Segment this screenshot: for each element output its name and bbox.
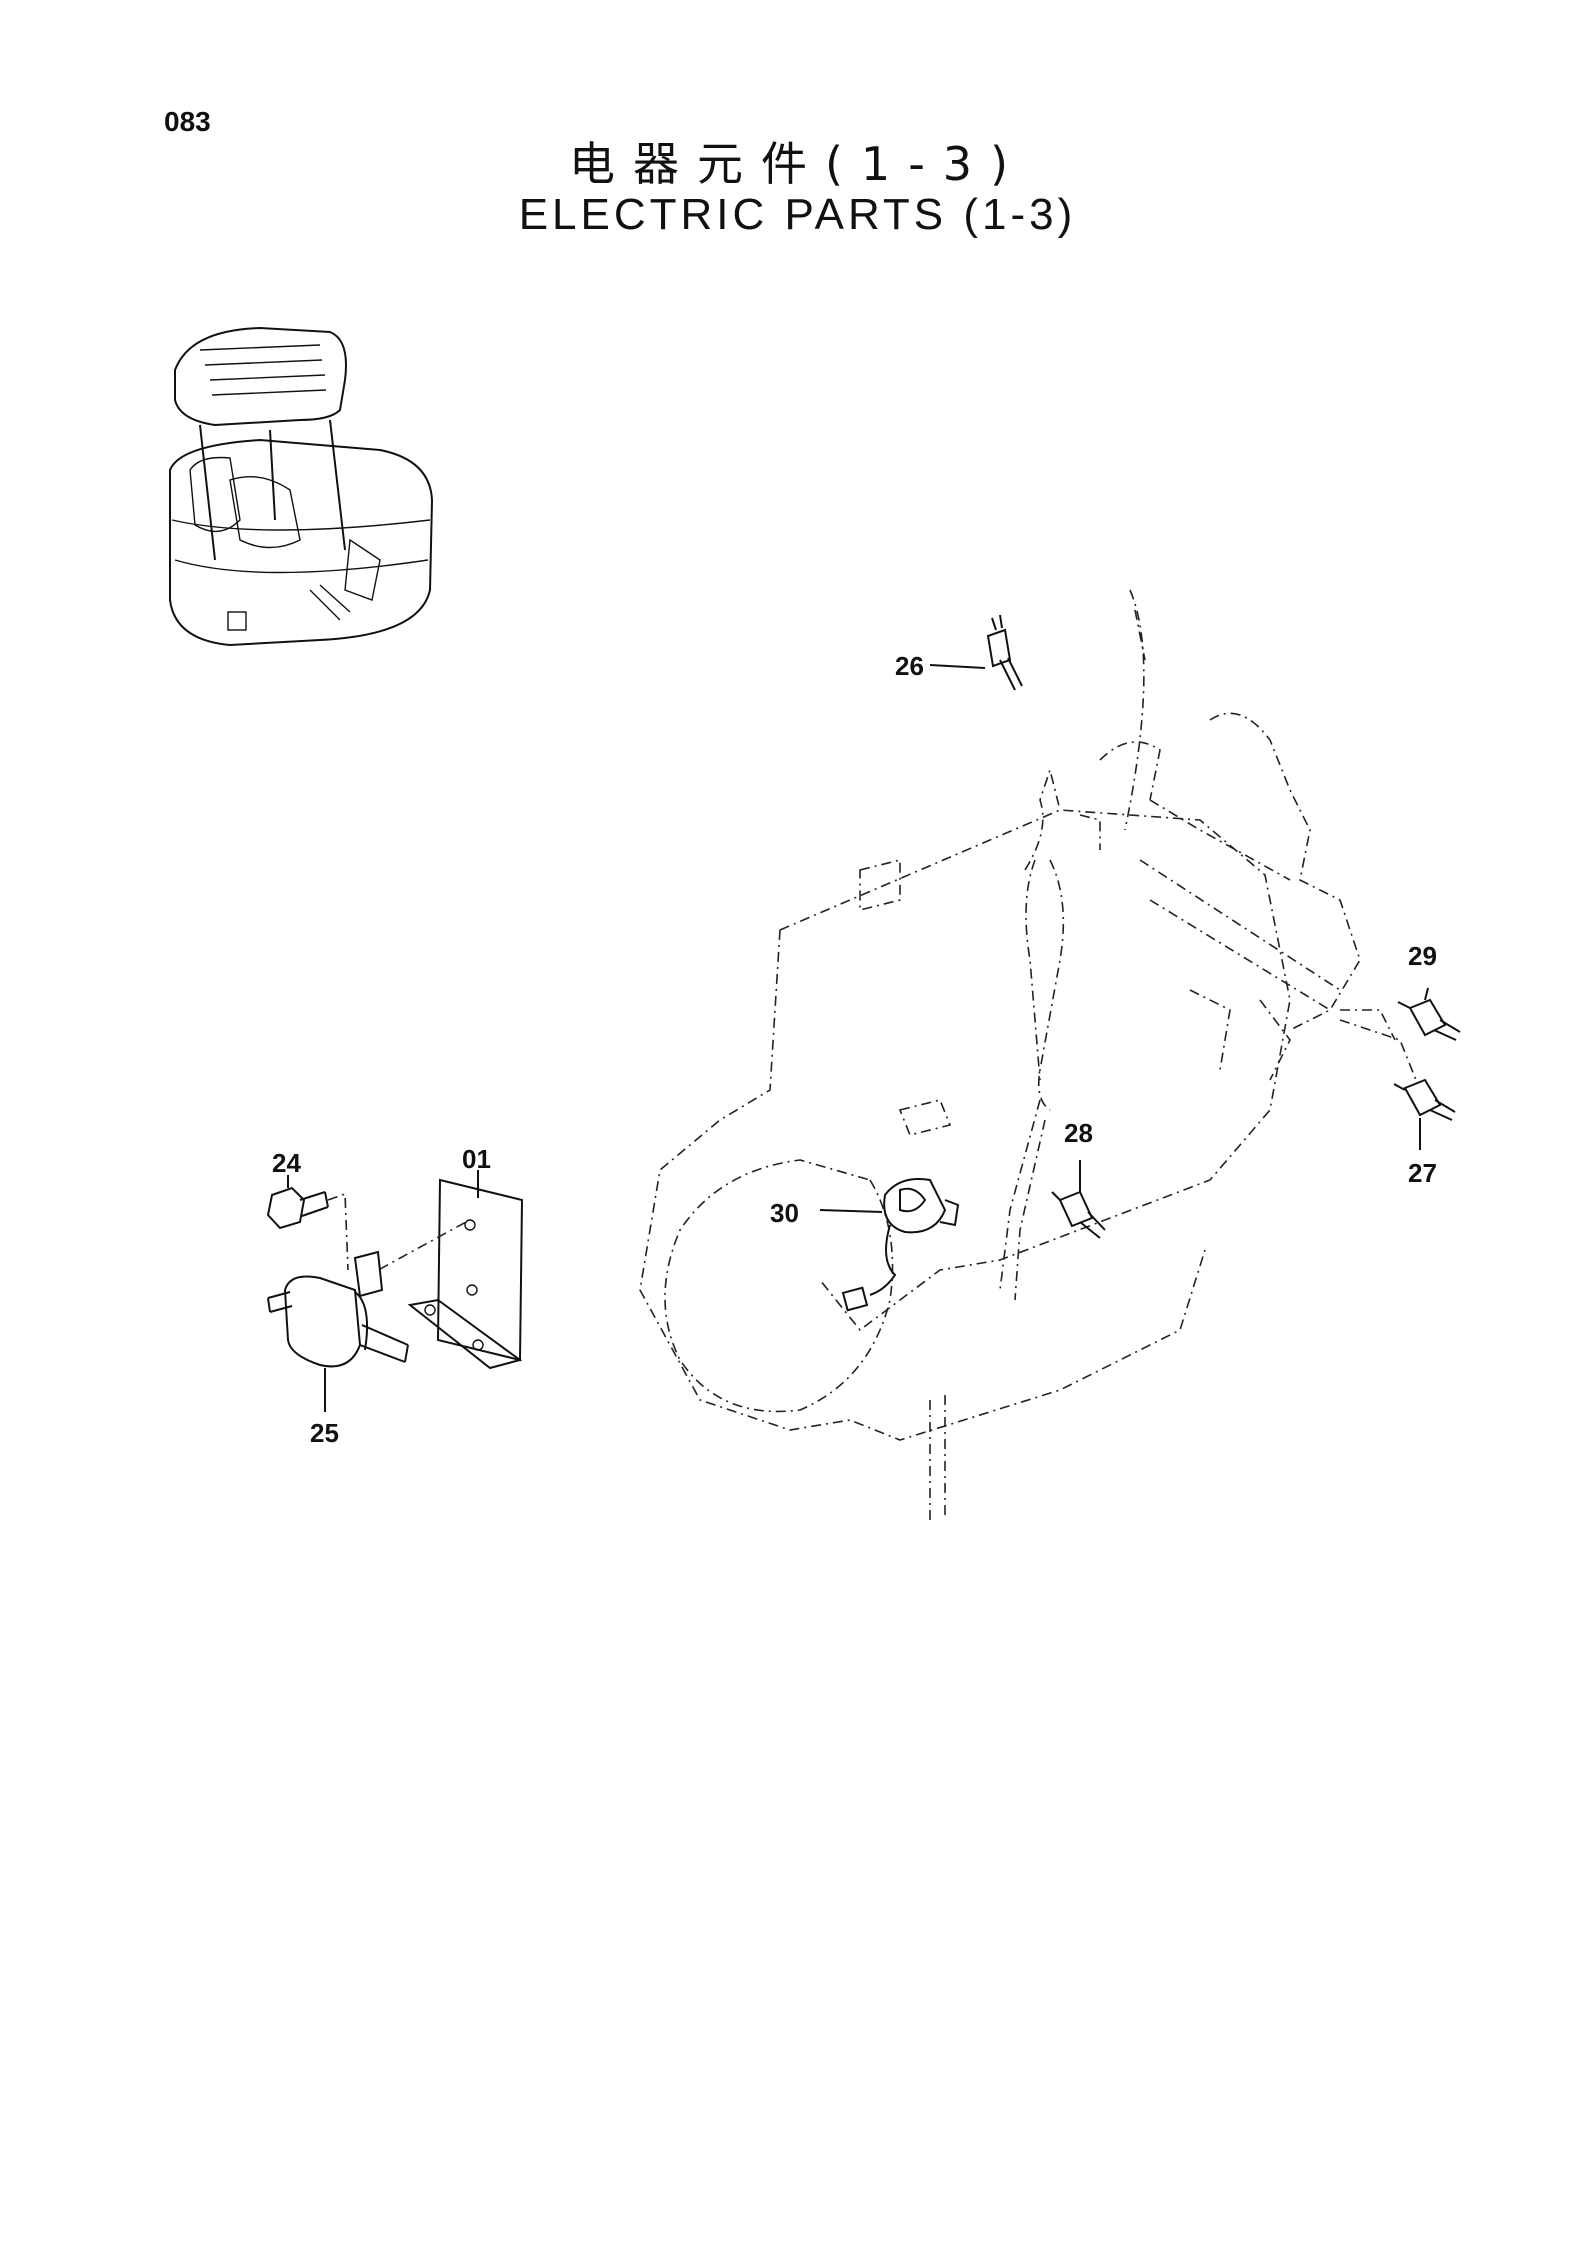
callout-26: 26 bbox=[895, 651, 924, 681]
title-english: ELECTRIC PARTS (1-3) bbox=[518, 190, 1077, 239]
callout-27: 27 bbox=[1408, 1158, 1437, 1188]
switch-29 bbox=[1397, 987, 1461, 1041]
callout-25: 25 bbox=[310, 1418, 339, 1448]
title-chinese: 电器元件(1-3) bbox=[568, 137, 1027, 191]
bolt-24 bbox=[266, 1186, 349, 1271]
callout-01: 01 bbox=[462, 1144, 491, 1174]
machine-overview-illustration bbox=[169, 326, 434, 647]
callout-24: 24 bbox=[272, 1148, 301, 1178]
sender-26 bbox=[929, 614, 1023, 691]
callout-28: 28 bbox=[1064, 1118, 1093, 1148]
engine-assembly-illustration bbox=[639, 589, 1421, 1520]
callout-29: 29 bbox=[1408, 941, 1437, 971]
switch-28 bbox=[1051, 1160, 1106, 1239]
page-number: 083 bbox=[164, 106, 211, 137]
callout-30: 30 bbox=[770, 1198, 799, 1228]
solenoid-25 bbox=[267, 1250, 409, 1412]
bracket-01 bbox=[359, 1178, 524, 1370]
switch-27 bbox=[1393, 1078, 1456, 1150]
sensor-30 bbox=[819, 1178, 960, 1312]
